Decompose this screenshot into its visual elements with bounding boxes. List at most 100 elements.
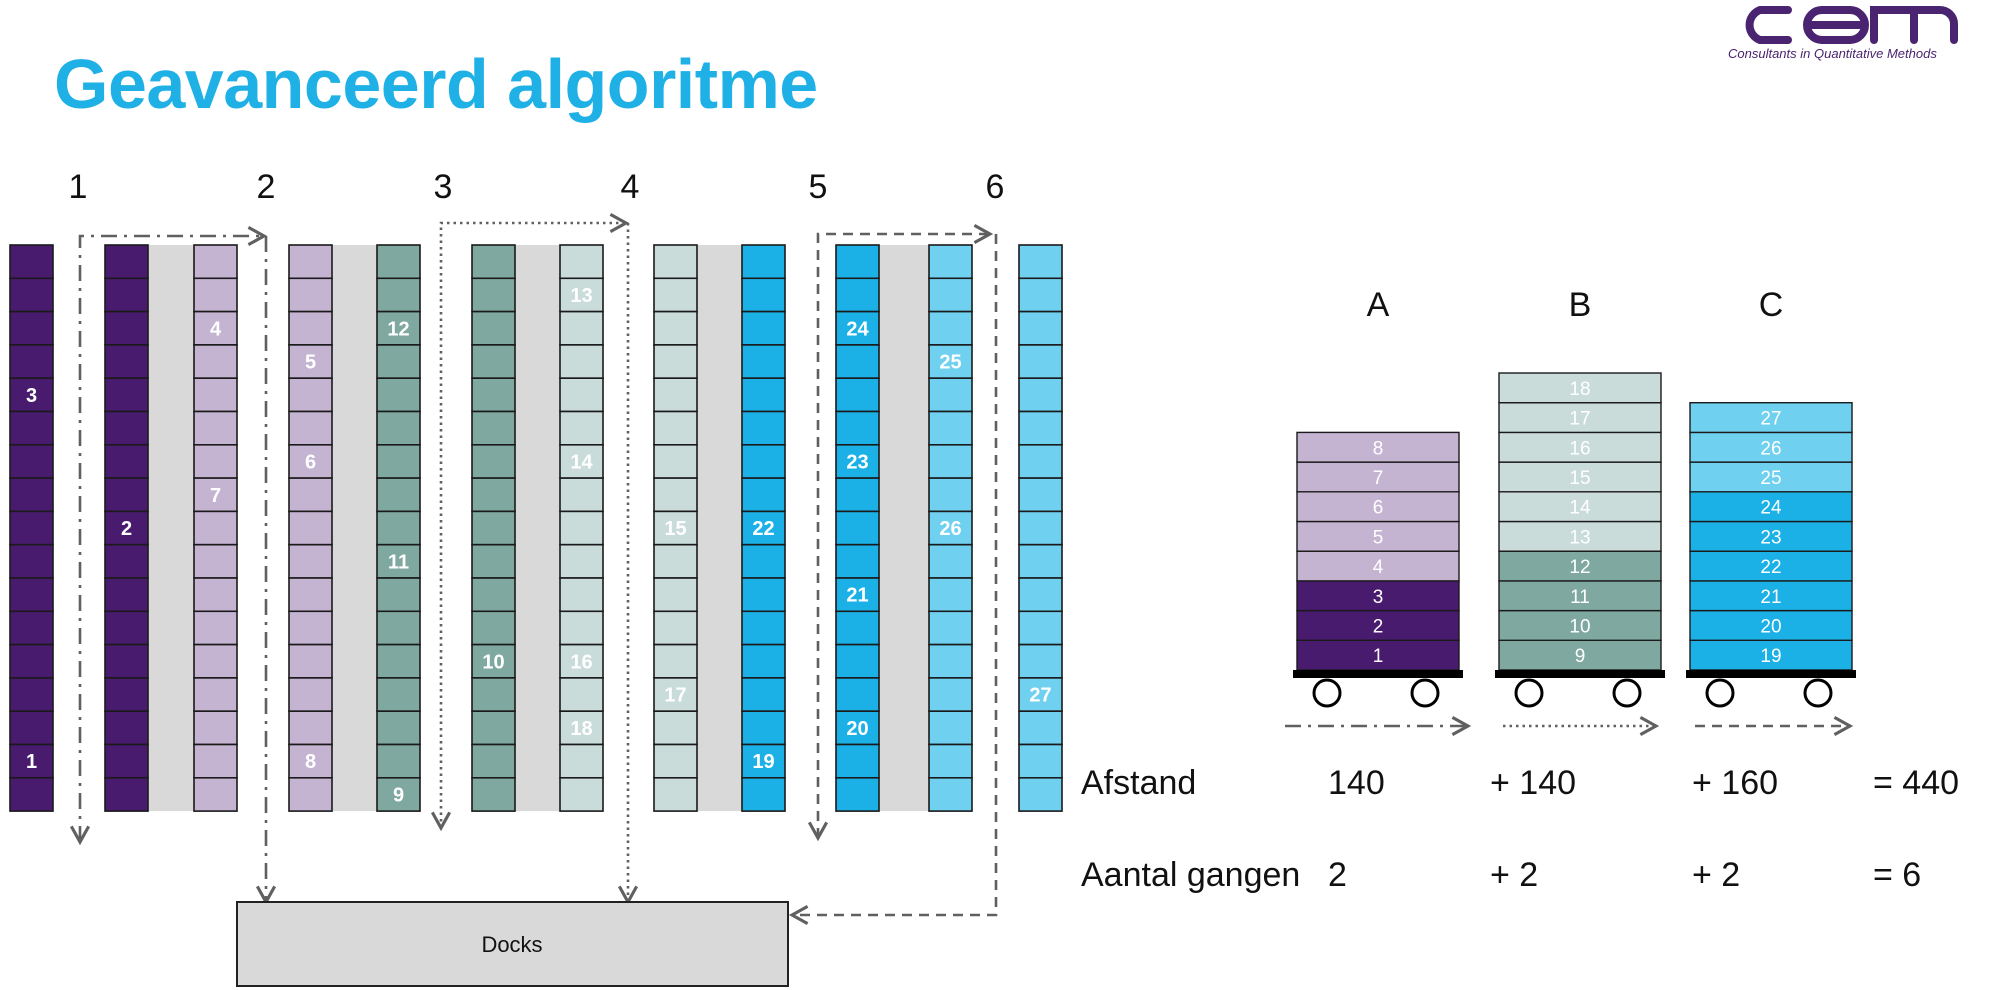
rack-slot <box>928 743 973 779</box>
rack-slot <box>559 577 604 613</box>
rack-slot <box>376 443 421 479</box>
rack-slot <box>376 477 421 513</box>
rack-slot <box>471 776 516 812</box>
rack-slot <box>741 577 786 613</box>
rack-slot <box>559 310 604 346</box>
carts-layer: A12345678B9101112131415161718C1920212223… <box>1285 286 1856 737</box>
rack-slot <box>104 577 149 613</box>
rack-slot <box>741 344 786 379</box>
rack-slot <box>104 310 149 346</box>
route-b-aisle-3 <box>430 212 630 832</box>
rack-slot <box>9 310 54 346</box>
rack-slot <box>741 776 786 812</box>
rack-slot <box>376 410 421 446</box>
pick-item-label: 8 <box>305 751 316 773</box>
docks-label: Docks <box>481 932 542 957</box>
aisle-floor-1 <box>148 245 194 812</box>
summary-value: = 440 <box>1873 764 1959 802</box>
cart-platform <box>1495 670 1665 678</box>
cart-name: A <box>1367 286 1390 324</box>
rack-slot <box>193 543 238 579</box>
rack-slot <box>471 344 516 379</box>
rack-slot <box>653 277 698 313</box>
rack-12: 27 <box>1018 244 1063 812</box>
rack-slot <box>928 710 973 746</box>
aisle-number: 5 <box>809 168 828 206</box>
cart-platform <box>1686 670 1856 678</box>
cart-box <box>1498 580 1662 612</box>
rack-slot <box>741 643 786 679</box>
cqm-logo <box>1745 5 1958 44</box>
rack-slot <box>376 244 421 280</box>
rack-slot <box>1018 344 1063 379</box>
cart-box-label: 9 <box>1575 646 1586 667</box>
pick-item-label: 5 <box>305 352 316 374</box>
rack-slot <box>471 410 516 446</box>
rack-slot <box>928 277 973 313</box>
rack-slot <box>653 543 698 579</box>
rack-slot <box>835 377 880 413</box>
rack-slot <box>288 577 333 613</box>
rack-slot <box>559 510 604 546</box>
rack-slot <box>835 244 880 280</box>
rack-slot <box>376 643 421 679</box>
cart-wheel-icon <box>1410 678 1440 708</box>
rack-slot <box>9 677 54 713</box>
rack-slot <box>288 310 333 346</box>
rack-slot <box>835 344 880 379</box>
rack-slot <box>9 477 54 513</box>
rack-slot <box>835 277 880 313</box>
rack-slot <box>9 710 54 746</box>
rack-slot <box>193 443 238 479</box>
rack-slot <box>653 443 698 479</box>
cart-box-label: 12 <box>1569 557 1590 578</box>
rack-slot <box>288 643 333 679</box>
pick-item-label: 21 <box>846 585 868 607</box>
rack-slot <box>288 410 333 446</box>
rack-slot <box>741 310 786 346</box>
rack-slot <box>288 277 333 313</box>
rack-slot <box>928 577 973 613</box>
pick-item-label: 27 <box>1029 685 1051 707</box>
pick-item-label: 23 <box>846 451 868 473</box>
route-c-aisle-6 <box>788 234 998 926</box>
rack-slot <box>376 344 421 379</box>
rack-slot <box>376 510 421 546</box>
summary-value: + 2 <box>1490 856 1538 894</box>
rack-slot <box>104 244 149 280</box>
cart-box <box>1689 402 1853 434</box>
rack-slot <box>288 377 333 413</box>
rack-slot <box>104 710 149 746</box>
rack-slot <box>104 776 149 812</box>
rack-slot <box>653 310 698 346</box>
cart-box-label: 25 <box>1760 468 1781 489</box>
rack-slot <box>288 443 333 479</box>
rack-slot <box>9 776 54 812</box>
pick-item-label: 1 <box>26 751 37 773</box>
rack-slot <box>928 377 973 413</box>
rack-slot <box>741 443 786 479</box>
rack-slot <box>1018 643 1063 679</box>
pick-item-label: 11 <box>388 551 409 573</box>
rack-slot <box>288 543 333 579</box>
cart-box <box>1689 520 1853 552</box>
rack-slot <box>104 743 149 779</box>
rack-slot <box>9 410 54 446</box>
rack-slot <box>9 543 54 579</box>
rack-slot <box>9 443 54 479</box>
rack-slot <box>104 610 149 646</box>
summary-value: + 2 <box>1692 856 1740 894</box>
rack-slot <box>193 710 238 746</box>
rack-slot <box>653 577 698 613</box>
cart-box-label: 21 <box>1760 587 1781 608</box>
cart-box <box>1296 461 1460 493</box>
rack-slot <box>471 477 516 513</box>
